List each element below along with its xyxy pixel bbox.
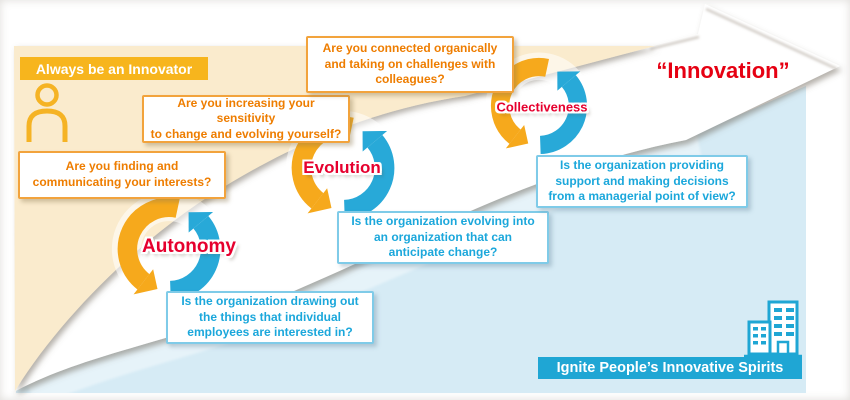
evolution-organization-question-box: Is the organization evolving into an org… (337, 211, 549, 264)
collectiveness-organization-question-box: Is the organization providing support an… (536, 155, 748, 208)
autonomy-individual-question-box: Are you finding and communicating your i… (18, 151, 226, 199)
innovator-header: Always be an Innovator (20, 57, 208, 80)
innovation-title: “Innovation” (656, 58, 790, 83)
evolution-label: Evolution (303, 158, 381, 177)
evolution-individual-question-box: Are you increasing your sensitivity to c… (142, 95, 350, 143)
autonomy-organization-question-box: Is the organization drawing out the thin… (166, 291, 374, 344)
collectiveness-label: Collectiveness (496, 99, 588, 115)
person-icon (26, 83, 68, 142)
footer-banner: Ignite People’s Innovative Spirits (538, 357, 802, 379)
collectiveness-individual-question-box: Are you connected organically and taking… (306, 36, 514, 93)
building-icon (744, 300, 802, 359)
autonomy-label: Autonomy (142, 236, 236, 257)
